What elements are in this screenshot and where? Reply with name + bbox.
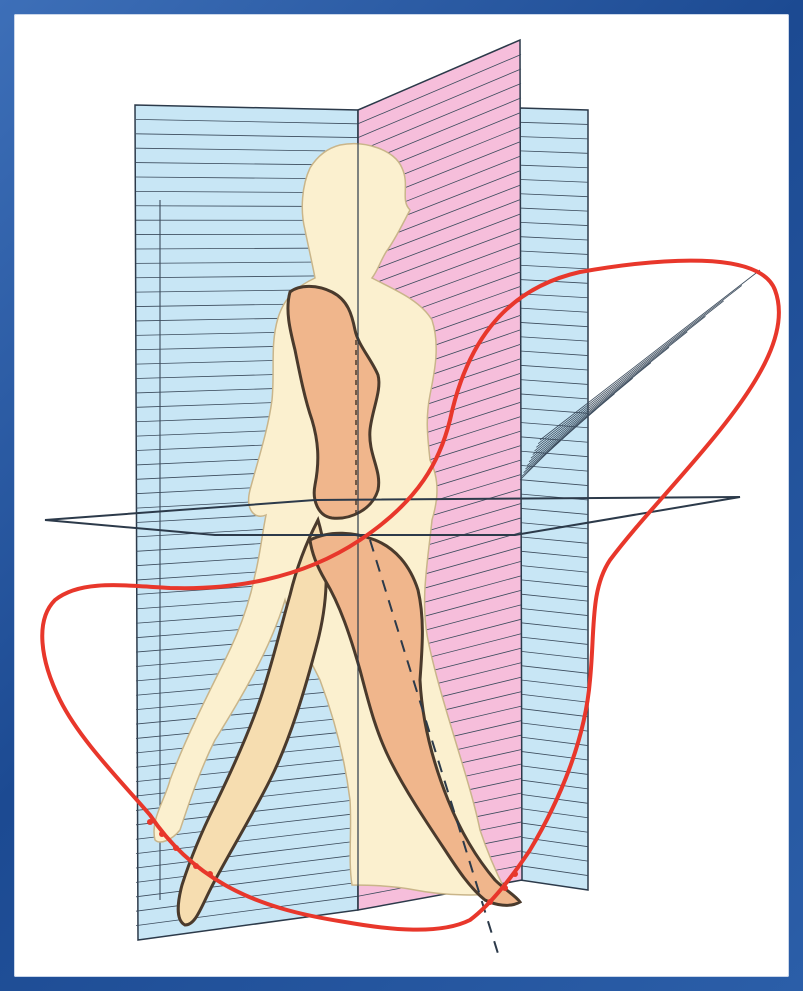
diagram-panel bbox=[14, 14, 789, 977]
anatomical-planes-diagram bbox=[14, 14, 789, 977]
